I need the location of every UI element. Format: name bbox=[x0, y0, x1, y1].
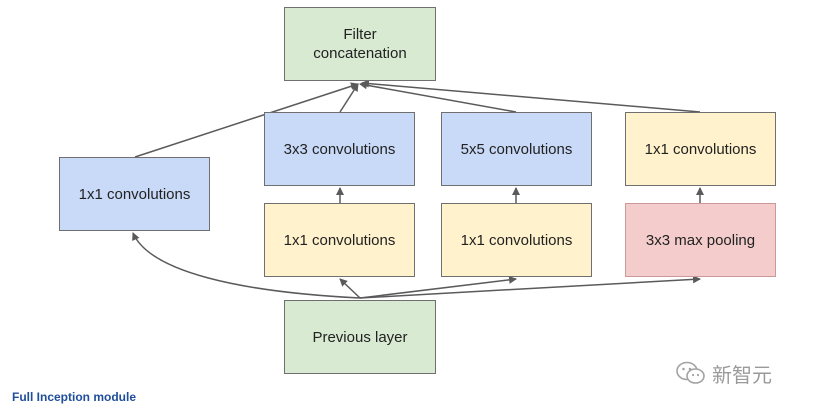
previous-layer-node: Previous layer bbox=[284, 300, 436, 374]
filter-concatenation-node: Filter concatenation bbox=[284, 7, 436, 81]
maxpool3x3-label: 3x3 max pooling bbox=[645, 231, 756, 249]
conv5x5-node: 5x5 convolutions bbox=[441, 112, 592, 186]
conv1x1-pool-proj-label: 1x1 convolutions bbox=[644, 140, 757, 158]
edge-prev-to-1x1-direct bbox=[132, 232, 361, 299]
conv3x3-node: 3x3 convolutions bbox=[264, 112, 415, 186]
edge-3x3-to-concat bbox=[339, 83, 359, 113]
conv3x3-label: 3x3 convolutions bbox=[283, 140, 396, 158]
filter-concatenation-line2: concatenation bbox=[313, 45, 407, 62]
wechat-icon bbox=[676, 360, 706, 386]
conv1x1-reduce-3x3-label: 1x1 convolutions bbox=[283, 231, 396, 249]
edge-5x5-to-concat bbox=[359, 81, 517, 113]
filter-concatenation-line1: Filter bbox=[343, 26, 377, 43]
conv5x5-label: 5x5 convolutions bbox=[460, 140, 573, 158]
conv1x1-reduce-5x5-label: 1x1 convolutions bbox=[460, 231, 573, 249]
edge-prev-to-1x1-reduce-5x5 bbox=[359, 275, 517, 299]
conv1x1-direct-label: 1x1 convolutions bbox=[78, 185, 191, 203]
conv1x1-direct-node: 1x1 convolutions bbox=[59, 157, 210, 231]
watermark-text: 新智元 bbox=[712, 362, 772, 387]
conv1x1-reduce-3x3-node: 1x1 convolutions bbox=[264, 203, 415, 277]
edge-1x1-proj-to-concat bbox=[361, 79, 701, 113]
watermark: 新智元 bbox=[676, 356, 772, 390]
edge-prev-to-maxpool bbox=[359, 275, 701, 299]
maxpool3x3-node: 3x3 max pooling bbox=[625, 203, 776, 277]
edge-1x1-direct-to-concat bbox=[134, 82, 359, 158]
figure-caption: Full Inception module bbox=[12, 390, 136, 404]
previous-layer-label: Previous layer bbox=[312, 328, 408, 346]
conv1x1-reduce-5x5-node: 1x1 convolutions bbox=[441, 203, 592, 277]
conv1x1-pool-proj-node: 1x1 convolutions bbox=[625, 112, 776, 186]
edge-prev-to-1x1-reduce-3x3 bbox=[339, 278, 361, 299]
